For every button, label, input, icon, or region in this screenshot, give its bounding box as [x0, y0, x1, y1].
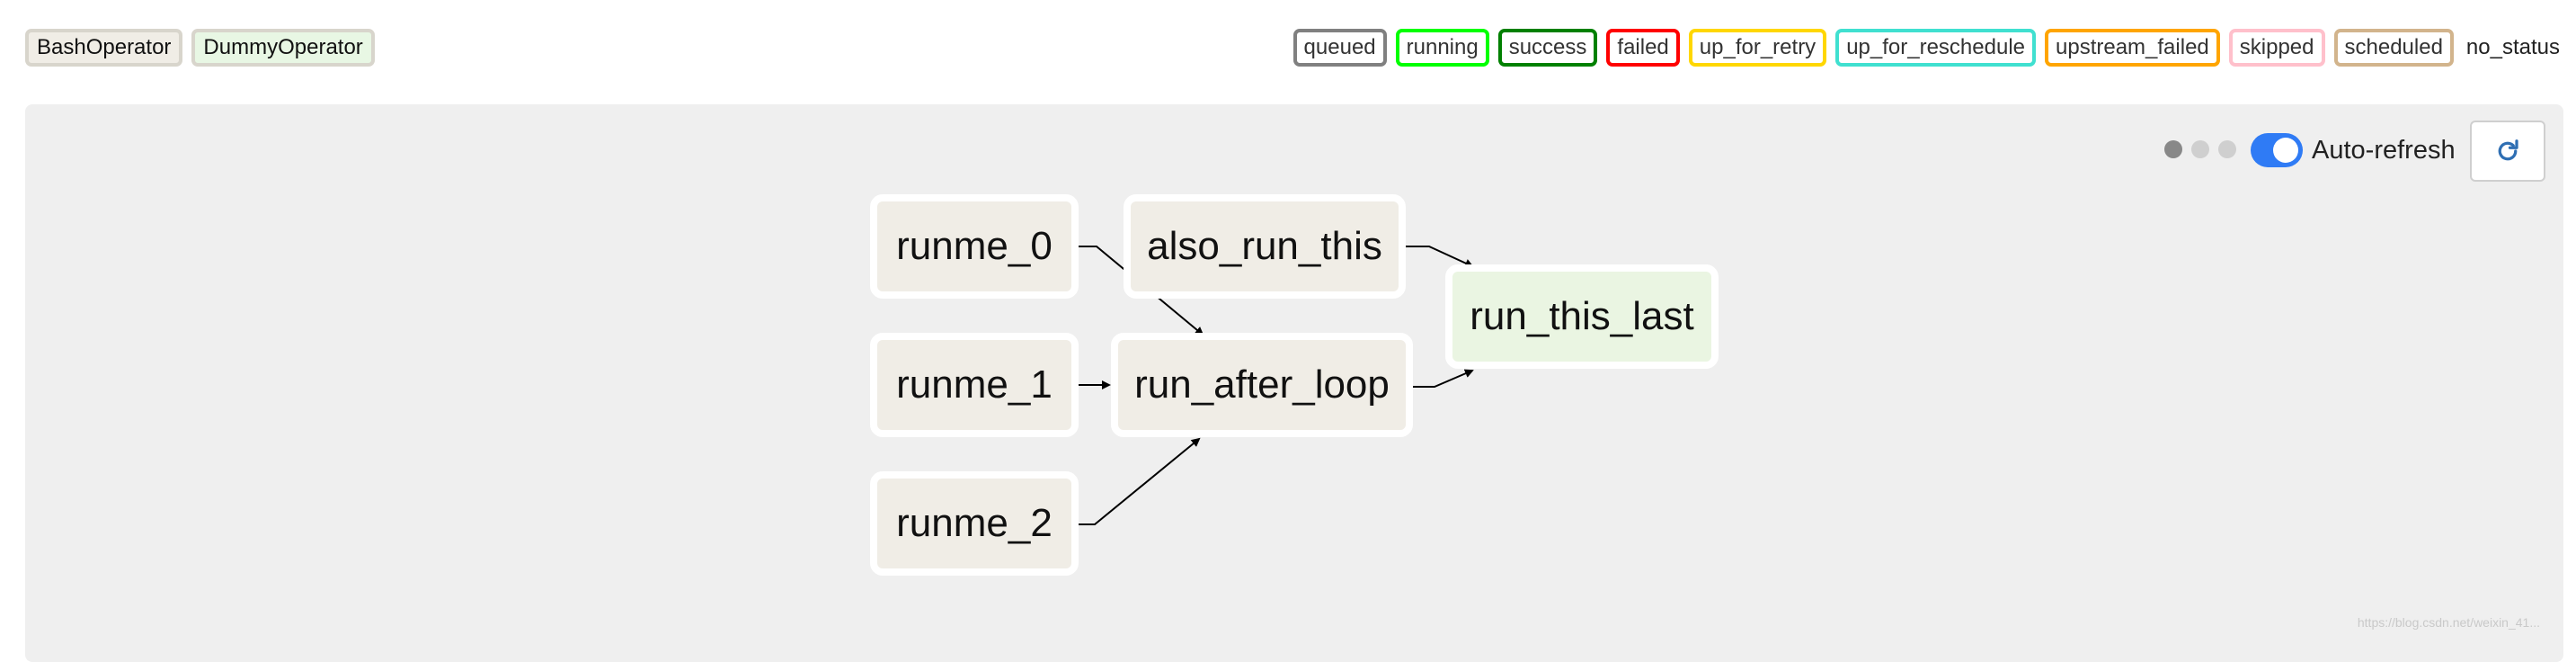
- operator-legend: BashOperator DummyOperator: [25, 29, 375, 67]
- loading-dots: [2164, 140, 2236, 158]
- status-legend: queued running success failed up_for_ret…: [1292, 29, 2560, 67]
- status-upstream-failed[interactable]: upstream_failed: [2045, 29, 2220, 67]
- status-no-status[interactable]: no_status: [2465, 35, 2560, 59]
- watermark: https://blog.csdn.net/weixin_41...: [2357, 615, 2540, 630]
- task-node-run-after-loop[interactable]: run_after_loop: [1111, 333, 1413, 437]
- auto-refresh-toggle[interactable]: [2251, 133, 2303, 167]
- edge-runme-2-to-run-after-loop: [1079, 437, 1201, 525]
- task-node-runme-1[interactable]: runme_1: [870, 333, 1079, 437]
- status-failed[interactable]: failed: [1606, 29, 1680, 67]
- dag-graph-panel[interactable]: Auto-refresh runme_0 runme_1 runme_2: [25, 104, 2563, 662]
- status-queued[interactable]: queued: [1292, 29, 1387, 67]
- legend-bash-operator: BashOperator: [25, 29, 183, 67]
- auto-refresh-label: Auto-refresh: [2312, 135, 2456, 165]
- task-node-also-run-this[interactable]: also_run_this: [1124, 194, 1406, 299]
- auto-refresh-control: Auto-refresh: [2251, 133, 2456, 167]
- status-success[interactable]: success: [1497, 29, 1598, 67]
- status-up-for-reschedule[interactable]: up_for_reschedule: [1835, 29, 2036, 67]
- loading-dot: [2164, 140, 2182, 158]
- edge-runme-0-to-run-after-loop: [1079, 246, 1204, 336]
- status-scheduled[interactable]: scheduled: [2333, 29, 2454, 67]
- task-node-runme-0[interactable]: runme_0: [870, 194, 1079, 299]
- task-label: also_run_this: [1147, 224, 1382, 268]
- status-skipped[interactable]: skipped: [2228, 29, 2325, 67]
- status-up-for-retry[interactable]: up_for_retry: [1688, 29, 1827, 67]
- task-node-runme-2[interactable]: runme_2: [870, 471, 1079, 576]
- edge-also-run-this-to-run-this-last: [1406, 246, 1474, 268]
- task-label: runme_2: [896, 501, 1053, 545]
- task-label: runme_0: [896, 224, 1053, 268]
- refresh-icon: [2498, 139, 2518, 161]
- task-label: runme_1: [896, 362, 1053, 407]
- task-node-run-this-last[interactable]: run_this_last: [1445, 264, 1719, 369]
- dag-edges: [1079, 246, 1474, 525]
- loading-dot: [2218, 140, 2236, 158]
- task-label: run_after_loop: [1134, 362, 1390, 407]
- edge-run-after-loop-to-run-this-last: [1413, 369, 1474, 388]
- legend-dummy-operator: DummyOperator: [191, 29, 375, 67]
- status-running[interactable]: running: [1395, 29, 1489, 67]
- task-label: run_this_last: [1470, 294, 1694, 338]
- refresh-button[interactable]: [2470, 121, 2545, 182]
- loading-dot: [2191, 140, 2209, 158]
